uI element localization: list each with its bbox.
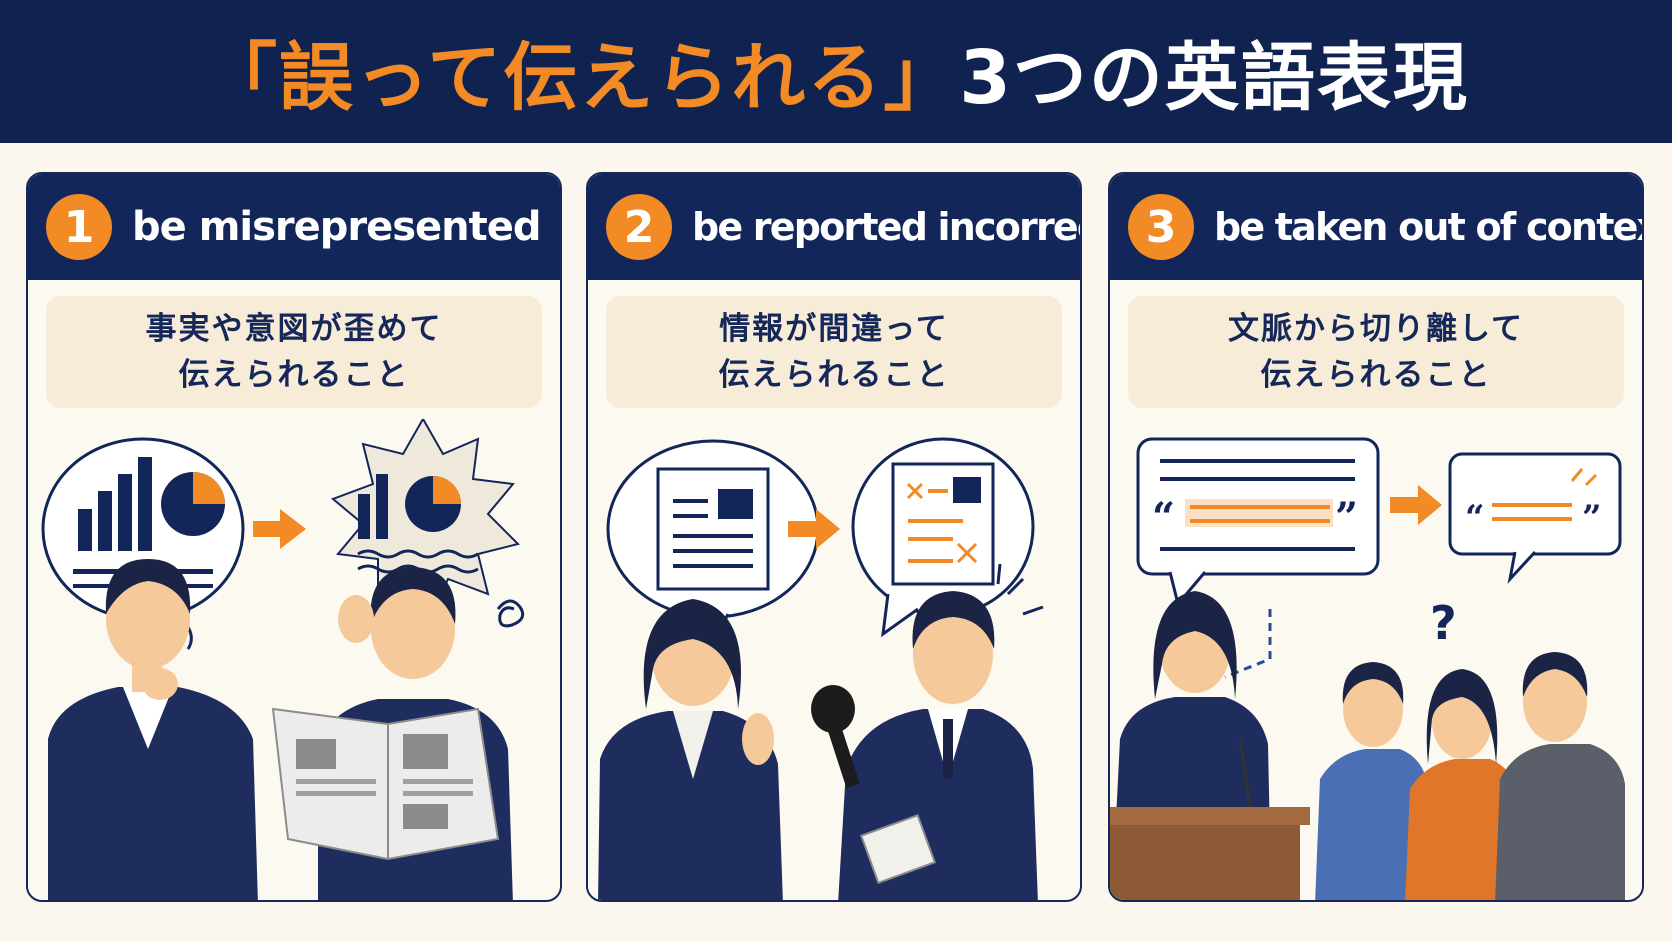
thinking-person (48, 559, 258, 900)
quote-open-mark: “ (1465, 498, 1485, 538)
audience-member (1315, 662, 1428, 900)
description-box: 事実や意図が歪めて 伝えられること (46, 296, 542, 408)
microphone-icon (811, 685, 860, 788)
illustration-misrepresented (41, 419, 525, 900)
arrow-right-icon (1390, 485, 1442, 525)
illustration-out-of-context: “ ” “ ” ? (1110, 437, 1625, 900)
description-box: 情報が間違って 伝えられること (606, 296, 1062, 408)
description-line: 文脈から切り離して (1227, 311, 1525, 347)
card-misrepresented: 1 be misrepresented 事実や意図が歪めて 伝えられること (26, 172, 562, 902)
card-header: 1 be misrepresented (28, 174, 560, 280)
speaker-woman (1115, 591, 1270, 839)
arrow-right-icon (253, 509, 306, 549)
phrase-label: be misrepresented (132, 204, 542, 250)
number-badge: 3 (1128, 194, 1194, 260)
number-badge: 1 (46, 194, 112, 260)
dashed-pointer (1224, 609, 1272, 679)
podium-icon (1110, 738, 1310, 900)
newspaper-icon (271, 707, 500, 861)
phrase-label: be reported incorrectly (692, 205, 1080, 249)
description-line: 伝えられること (1260, 357, 1492, 393)
alarm-lines-icon (996, 563, 1044, 616)
phrase-label: be taken out of context (1214, 205, 1644, 249)
card-reported-incorrectly: 2 be reported incorrectly 情報が間違って 伝えられるこ… (586, 172, 1082, 902)
confused-swirl-icon (496, 599, 525, 628)
quote-close-mark: ” (1335, 494, 1358, 541)
illustration-reported-incorrectly (598, 437, 1044, 900)
speech-bubble-icon (1136, 437, 1380, 608)
header-banner: 「誤って伝えられる」3つの英語表現 (0, 0, 1672, 143)
description-line: 事実や意図が歪めて (145, 311, 443, 347)
card-out-of-context: 3 be taken out of context 文脈から切り離して 伝えられ… (1108, 172, 1644, 902)
document-icon (656, 467, 770, 591)
quote-open-mark: “ (1152, 494, 1175, 541)
description-line: 伝えられること (718, 357, 950, 393)
number-badge: 2 (606, 194, 672, 260)
burst-icon (331, 419, 520, 617)
card-header: 3 be taken out of context (1110, 174, 1642, 280)
title-highlight: 「誤って伝えられる」 (203, 35, 960, 121)
quote-icon (1448, 452, 1622, 584)
question-mark-icon: ? (1430, 596, 1457, 650)
description-line: 伝えられること (178, 357, 410, 393)
card-header: 2 be reported incorrectly (588, 174, 1080, 280)
description-line: 情報が間違って (719, 311, 949, 347)
notepad-icon (859, 813, 937, 885)
description-box: 文脈から切り離して 伝えられること (1128, 296, 1624, 408)
arrow-right-icon (788, 509, 840, 549)
speaking-woman (598, 599, 783, 900)
error-document-icon (891, 462, 995, 586)
page-title: 「誤って伝えられる」3つの英語表現 (203, 18, 1469, 125)
bar-chart-icon (78, 457, 152, 551)
title-rest: 3つの英語表現 (959, 35, 1469, 121)
audience-member (1405, 669, 1518, 900)
pie-chart-icon (161, 472, 225, 536)
audience-member (1495, 652, 1625, 900)
quote-close-mark: ” (1582, 498, 1602, 538)
